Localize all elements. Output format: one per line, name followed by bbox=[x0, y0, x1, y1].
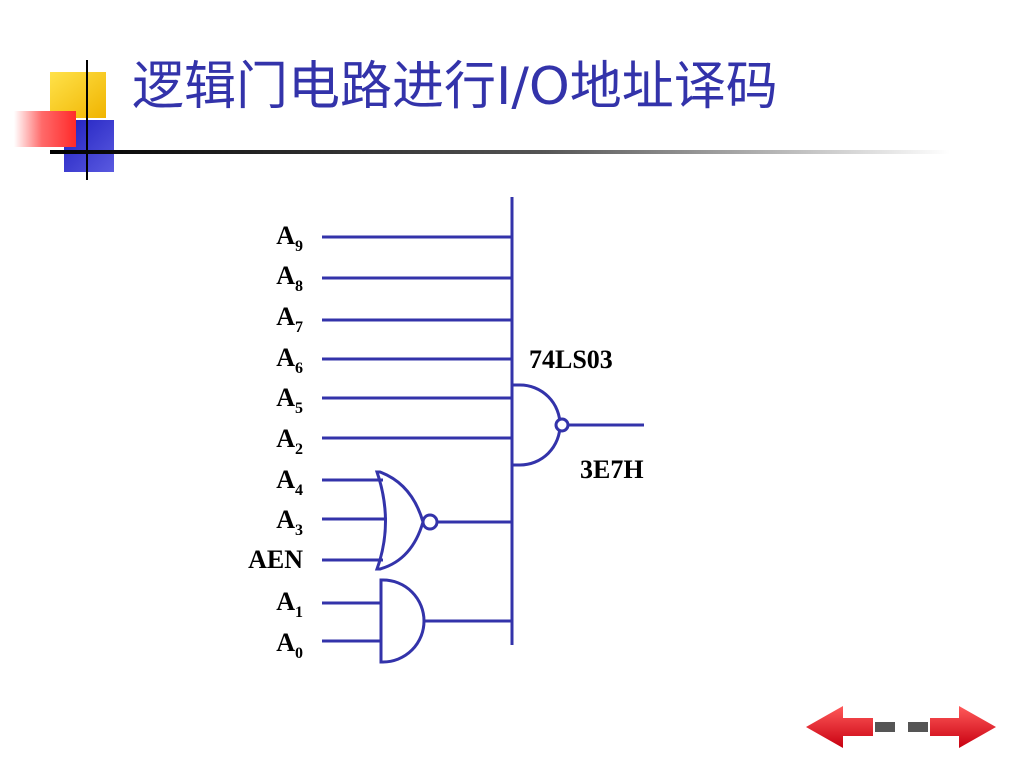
pin-label-a8: A8 bbox=[276, 261, 303, 295]
pin-label-a6: A6 bbox=[276, 343, 303, 377]
pin-label-a1: A1 bbox=[276, 587, 303, 621]
nor-output-bubble bbox=[421, 513, 439, 531]
pin-label-a9: A9 bbox=[276, 221, 303, 255]
arrow-right-icon[interactable] bbox=[906, 703, 1001, 753]
nand-output-bubble bbox=[554, 417, 570, 433]
title-underline bbox=[50, 150, 950, 154]
pin-label-aen: AEN bbox=[248, 545, 303, 574]
and-gate bbox=[379, 578, 426, 664]
slide-title: 逻辑门电路进行I/O地址译码 bbox=[132, 57, 778, 117]
pin-label-a4: A4 bbox=[276, 465, 303, 499]
pin-label-a3: A3 bbox=[276, 505, 303, 539]
pin-label-a0: A0 bbox=[276, 628, 303, 662]
pin-label-a7: A7 bbox=[276, 302, 303, 336]
stacked-squares-logo-icon bbox=[14, 60, 114, 180]
pin-label-a2: A2 bbox=[276, 424, 303, 458]
pin-label-a5: A5 bbox=[276, 383, 303, 417]
arrow-left-icon[interactable] bbox=[803, 703, 898, 753]
nand-gate-74ls03 bbox=[510, 383, 562, 467]
output-address-label: 3E7H bbox=[580, 455, 644, 484]
chip-label: 74LS03 bbox=[529, 345, 613, 374]
